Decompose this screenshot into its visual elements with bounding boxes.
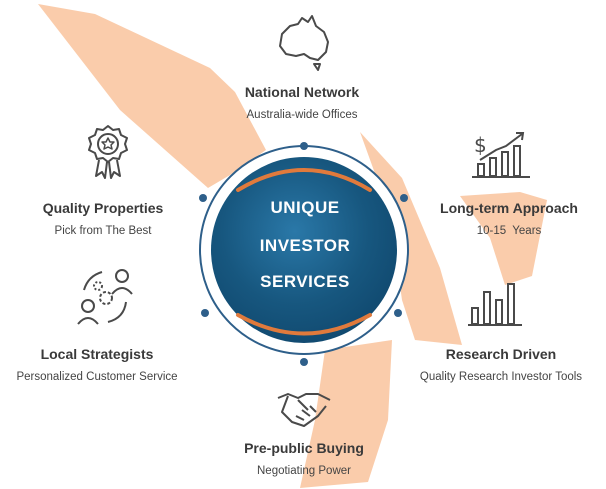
hub-line-3: SERVICES: [260, 272, 350, 291]
ring-node-lower-left: [201, 309, 209, 317]
feature-subtitle: Quality Research Investor Tools: [419, 371, 583, 383]
hub-line-1: UNIQUE: [270, 198, 340, 217]
hub-bottom-arc: [236, 313, 372, 336]
hub-top-arc: [236, 168, 372, 192]
feature-national-network: National Network Australia-wide Offices: [202, 84, 402, 121]
feature-subtitle: Personalized Customer Service: [16, 371, 178, 383]
svg-text:$: $: [474, 133, 487, 157]
feature-title: Quality Properties: [42, 200, 164, 216]
feature-research-driven: Research Driven Quality Research Investo…: [404, 346, 598, 383]
feature-quality-properties: Quality Properties Pick from The Best: [20, 200, 186, 237]
lower-swoosh: [300, 340, 392, 488]
ring-node-upper-right: [400, 194, 408, 202]
feature-title: Research Driven: [445, 346, 557, 362]
feature-subtitle: 10-15 Years: [476, 225, 542, 237]
people-gears-icon: [77, 269, 133, 325]
ring-node-top: [300, 142, 308, 150]
handshake-icon: [277, 393, 331, 427]
feature-title: National Network: [244, 84, 360, 100]
feature-pre-public-buying: Pre-public Buying Negotiating Power: [204, 440, 404, 477]
feature-title: Long-term Approach: [440, 200, 578, 216]
feature-subtitle: Negotiating Power: [257, 465, 351, 477]
bar-chart-icon: [468, 283, 522, 326]
australia-map-icon: [279, 15, 329, 71]
hub-core: [211, 157, 397, 343]
ring-node-bottom: [300, 358, 308, 366]
award-badge-icon: [88, 125, 128, 179]
growth-chart-icon: $: [472, 132, 530, 178]
feature-local-strategists: Local Strategists Personalized Customer …: [2, 346, 192, 383]
feature-subtitle: Australia-wide Offices: [246, 109, 358, 121]
upper-swoosh: [38, 4, 266, 188]
feature-title: Local Strategists: [40, 346, 154, 362]
feature-long-term-approach: Long-term Approach 10-15 Years: [424, 200, 594, 237]
hub-line-2: INVESTOR: [259, 236, 351, 255]
ring-node-upper-left: [199, 194, 207, 202]
far-right-swoosh: [460, 192, 547, 285]
feature-title: Pre-public Buying: [244, 440, 364, 456]
feature-subtitle: Pick from The Best: [54, 225, 152, 237]
ring-node-lower-right: [394, 309, 402, 317]
